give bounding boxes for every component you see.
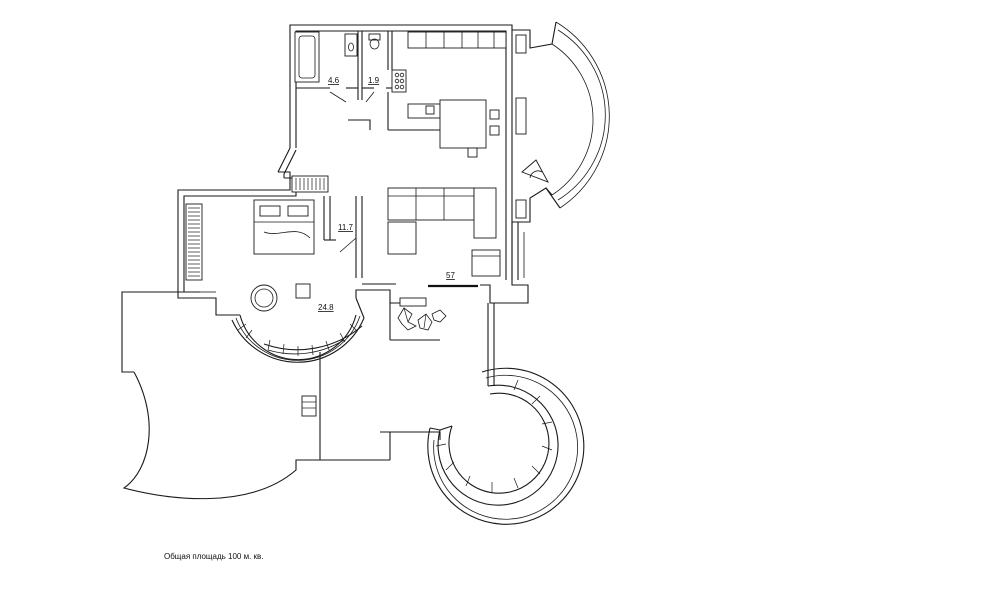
wardrobe-closet: [185, 203, 203, 281]
living-furniture: [387, 187, 501, 288]
room-area-wc: 1.9: [368, 76, 380, 85]
plants-icon: [389, 297, 447, 341]
room-area-bedroom: 24.8: [318, 303, 334, 312]
chair: [467, 147, 478, 158]
room-area-wardrobe: 11.7: [338, 223, 354, 232]
kitchen-island: [407, 103, 441, 119]
chair: [489, 125, 500, 136]
sofa-end: [473, 187, 497, 239]
armchair: [471, 249, 501, 277]
room-labels: 4.6 1.9 11.7 24.8 57: [318, 76, 455, 312]
sink-icon: [344, 33, 358, 57]
dining-table: [439, 99, 487, 149]
bathroom-fixtures: [294, 31, 381, 83]
interior-walls: [200, 31, 480, 293]
round-terrace: [427, 367, 585, 525]
bay-window: [511, 21, 610, 280]
room-area-bath: 4.6: [328, 76, 340, 85]
total-area-caption: Общая площадь 100 м. кв.: [164, 552, 264, 561]
toilet-icon: [368, 33, 381, 41]
terrace-outline: [121, 291, 495, 500]
radiator: [291, 175, 329, 193]
steps: [301, 395, 317, 417]
room-area-living: 57: [446, 271, 455, 280]
kitchen-furniture: [391, 31, 527, 219]
chair: [489, 109, 500, 120]
bedroom-furniture: [185, 175, 329, 312]
corner-planter: [521, 159, 549, 183]
ottoman: [295, 283, 311, 299]
sofa: [387, 187, 475, 221]
curved-bedroom-bay: [231, 297, 365, 363]
kitchen-counter: [407, 31, 507, 49]
armchair: [387, 221, 417, 255]
